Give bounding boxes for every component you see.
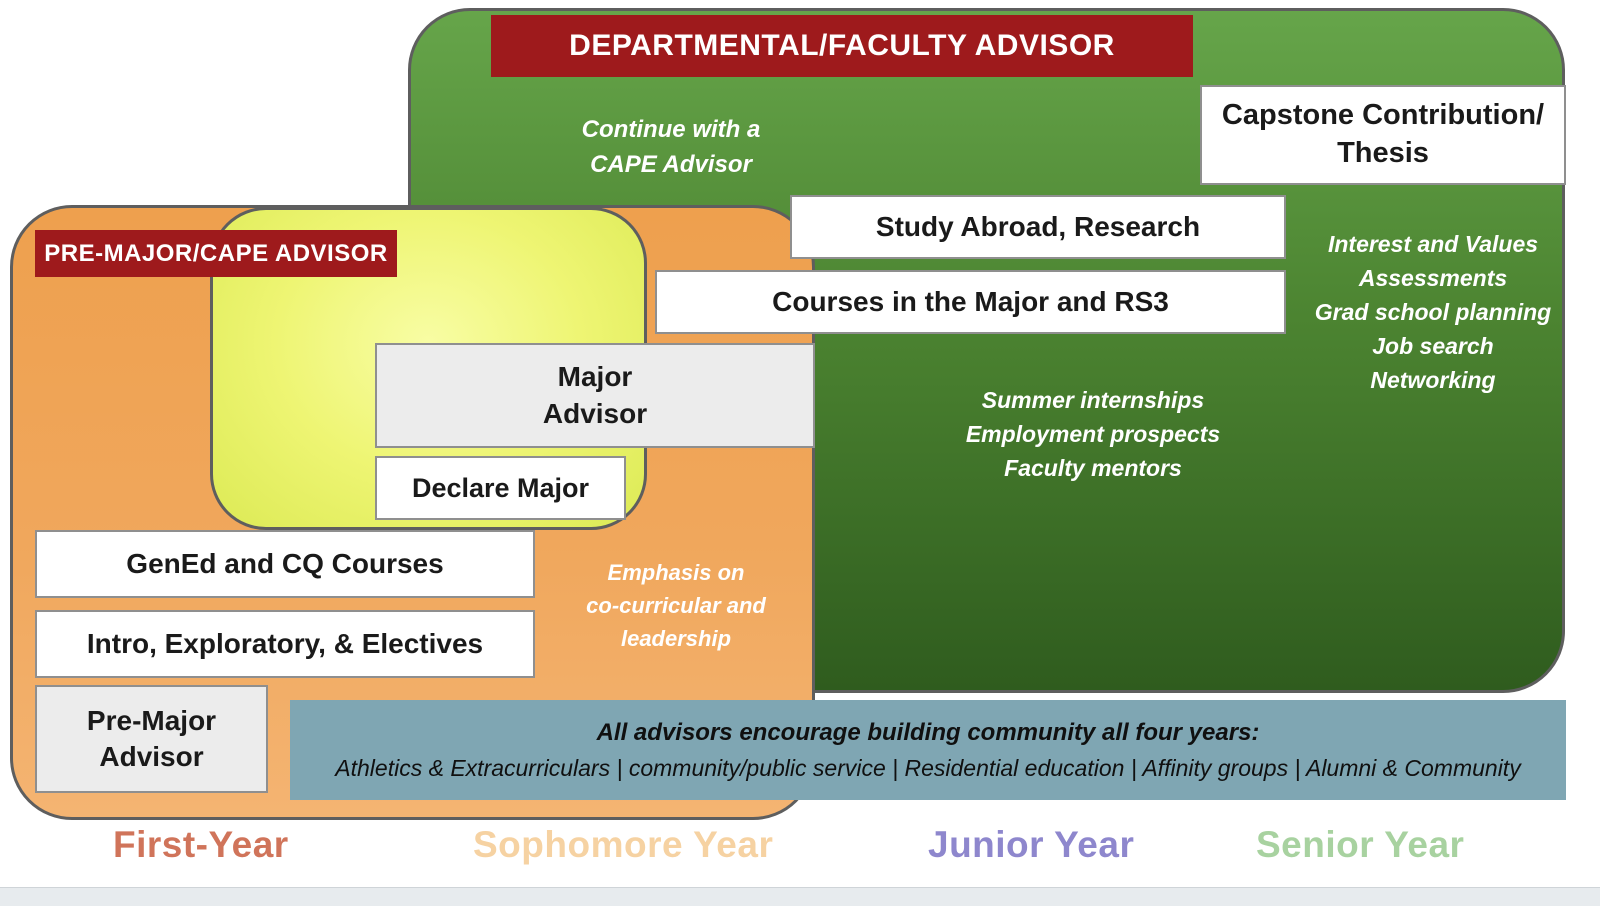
study-abroad-research-box: Study Abroad, Research bbox=[790, 195, 1286, 259]
community-banner-detail: Athletics & Extracurriculars | community… bbox=[335, 754, 1521, 781]
timeline-senior-year-label: Senior Year bbox=[1256, 824, 1465, 865]
co-curricular-emphasis-note: Emphasis on co-curricular and leadership bbox=[586, 560, 766, 651]
courses-in-major-box: Courses in the Major and RS3 bbox=[655, 270, 1286, 334]
pre-major-cape-advisor-header: PRE-MAJOR/CAPE ADVISOR bbox=[35, 230, 397, 277]
summer-internships-note: Summer internships Employment prospects … bbox=[965, 387, 1221, 482]
community-banner-heading: All advisors encourage building communit… bbox=[596, 718, 1260, 746]
timeline-first-year-label: First-Year bbox=[113, 824, 289, 865]
interest-values-note: Interest and Values Assessments Grad sch… bbox=[1314, 231, 1552, 394]
intro-exploratory-electives-box: Intro, Exploratory, & Electives bbox=[35, 610, 535, 678]
community-banner: All advisors encourage building communit… bbox=[290, 700, 1566, 800]
pre-major-advisor-box: Pre-Major Advisor bbox=[35, 685, 268, 793]
major-advisor-box: Major Advisor bbox=[375, 343, 815, 448]
timeline-junior-year-label: Junior Year bbox=[928, 824, 1135, 865]
gened-cq-courses-box: GenEd and CQ Courses bbox=[35, 530, 535, 598]
horizontal-scrollbar-strip[interactable] bbox=[0, 887, 1600, 906]
capstone-thesis-box: Capstone Contribution/ Thesis bbox=[1200, 85, 1566, 185]
departmental-faculty-advisor-header: DEPARTMENTAL/FACULTY ADVISOR bbox=[491, 15, 1193, 77]
continue-cape-advisor-note: Continue with a CAPE Advisor bbox=[581, 116, 761, 178]
declare-major-box: Declare Major bbox=[375, 456, 626, 520]
timeline-sophomore-year-label: Sophomore Year bbox=[473, 824, 774, 865]
